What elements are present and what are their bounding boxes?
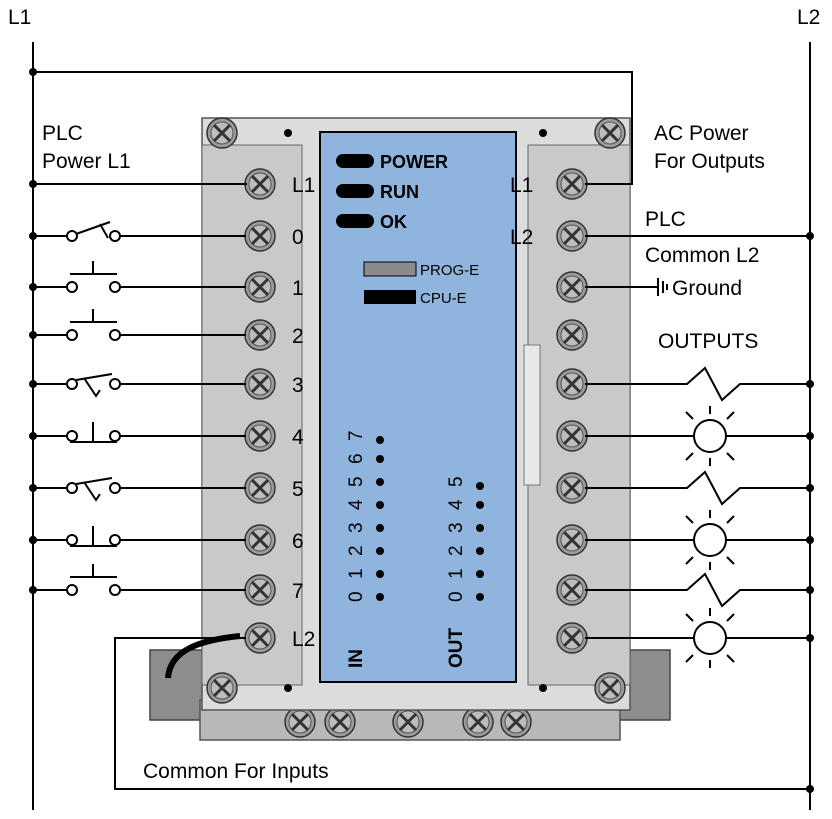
out-indicator-0: 0 (446, 591, 467, 602)
common-inputs-label: Common For Inputs (143, 760, 329, 783)
ac-power-wire (33, 71, 633, 185)
plc-common-label-line1: PLC (645, 208, 686, 231)
terminal-label-0: 0 (292, 226, 304, 249)
input-indicators: 0 1 2 3 4 5 6 7 IN (346, 430, 384, 668)
rail-label-l1: L1 (8, 6, 31, 29)
prog-e-label: PROG-E (420, 262, 479, 279)
terminal-label-5: 5 (292, 478, 304, 501)
plc-unit (149, 116, 671, 741)
corner-screw-icon (593, 671, 627, 705)
error-indicators: PROG-E CPU-E (363, 261, 479, 307)
output-indicators: 0 1 2 3 4 5 OUT (446, 476, 484, 668)
common-inputs-wire (114, 637, 810, 790)
out-indicator-5: 5 (446, 476, 467, 487)
terminal-label-l1: L1 (292, 174, 315, 197)
plc-power-label-line2: Power L1 (42, 150, 131, 173)
outputs-label: OUTPUTS (658, 330, 758, 353)
terminal-label-4: 4 (292, 426, 304, 449)
plc-power-label-line1: PLC (42, 122, 83, 145)
in-indicator-0: 0 (346, 591, 367, 602)
in-indicator-1: 1 (346, 568, 367, 579)
cpu-e-label: CPU-E (420, 290, 467, 307)
led-run-label: RUN (380, 182, 419, 202)
ground-icon (585, 278, 668, 296)
output-loads (585, 366, 814, 668)
out-indicator-1: 1 (446, 568, 467, 579)
terminal-label-right-l2: L2 (510, 226, 533, 249)
terminal-label-7: 7 (292, 580, 304, 603)
terminal-label-6: 6 (292, 530, 304, 553)
ac-power-label-line2: For Outputs (654, 150, 765, 173)
power-rails (32, 42, 811, 810)
terminal-label-3: 3 (292, 374, 304, 397)
corner-screw-icon (205, 116, 239, 150)
out-indicator-4: 4 (446, 499, 467, 510)
terminal-label-right-l1: L1 (510, 174, 533, 197)
terminal-label-l2: L2 (292, 628, 315, 651)
terminal-label-2: 2 (292, 325, 304, 348)
ground-label: Ground (672, 277, 742, 300)
corner-screw-icon (205, 671, 239, 705)
terminal-label-1: 1 (292, 277, 304, 300)
led-ok-label: OK (380, 212, 407, 232)
in-indicator-7: 7 (346, 430, 367, 441)
in-indicator-2: 2 (346, 545, 367, 556)
led-power-label: POWER (380, 152, 448, 172)
plc-common-label-line2: Common L2 (645, 244, 759, 267)
in-indicator-6: 6 (346, 453, 367, 464)
out-indicator-3: 3 (446, 522, 467, 533)
in-indicator-5: 5 (346, 476, 367, 487)
corner-screw-icon (593, 116, 627, 150)
out-label: OUT (446, 628, 467, 669)
in-label: IN (346, 649, 367, 668)
status-leds: POWER RUN OK (336, 152, 448, 232)
input-switches (29, 221, 246, 596)
rail-label-l2: L2 (797, 6, 820, 29)
in-indicator-4: 4 (346, 499, 367, 510)
ac-power-label-line1: AC Power (654, 122, 749, 145)
in-indicator-3: 3 (346, 522, 367, 533)
out-indicator-2: 2 (446, 545, 467, 556)
